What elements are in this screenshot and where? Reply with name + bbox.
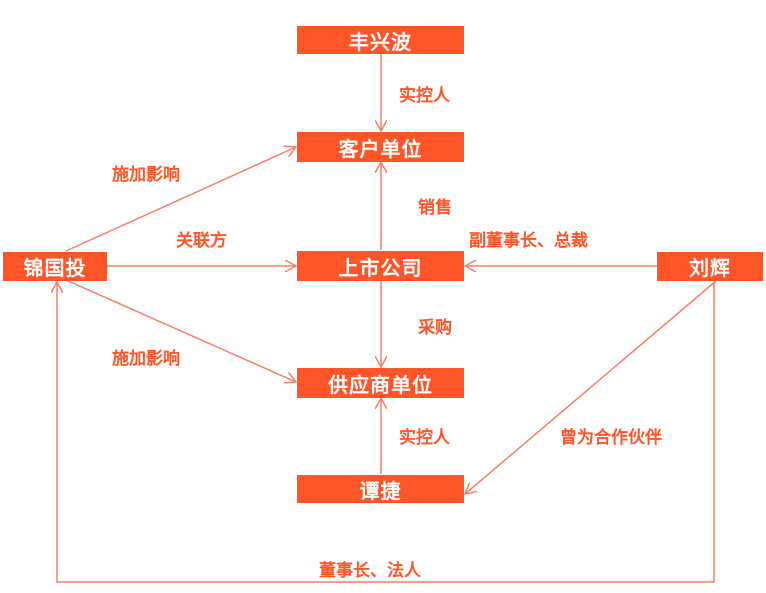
edge-liu-to-jin	[57, 281, 715, 583]
label-influence-top: 施加影响	[112, 165, 180, 185]
node-tan-jie: 谭捷	[297, 475, 464, 503]
edge-jin-to-supplier	[65, 279, 296, 382]
node-feng-xingbo: 丰兴波	[297, 26, 464, 54]
label-vice-chairman: 副董事长、总裁	[469, 231, 588, 251]
node-supplier-unit: 供应商单位	[297, 368, 464, 398]
label-related-party: 关联方	[176, 231, 227, 251]
label-chairman-legal: 董事长、法人	[319, 561, 421, 581]
node-liu-hui: 刘辉	[657, 252, 763, 281]
label-sales: 销售	[418, 198, 452, 218]
label-controller-top: 实控人	[399, 86, 450, 106]
label-influence-bottom: 施加影响	[112, 349, 180, 369]
label-purchase: 采购	[418, 318, 452, 338]
label-controller-bottom: 实控人	[399, 428, 450, 448]
edge-liu-to-tan	[465, 280, 717, 494]
node-customer-unit: 客户单位	[297, 132, 464, 162]
node-listed-company: 上市公司	[297, 251, 464, 281]
label-former-partner: 曾为合作伙伴	[560, 428, 662, 448]
edge-jin-to-customer	[65, 147, 296, 252]
node-jin-guotou: 锦国投	[3, 252, 107, 281]
